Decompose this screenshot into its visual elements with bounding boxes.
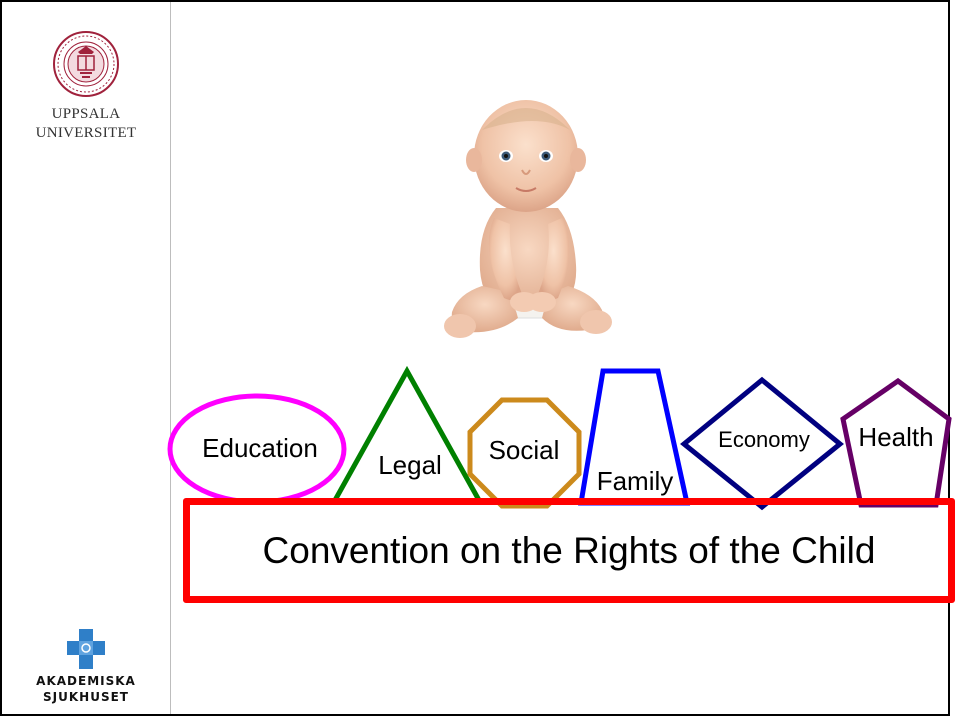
convention-label: Convention on the Rights of the Child [262,529,876,571]
social-label: Social [489,435,560,465]
convention-foundation-box: Convention on the Rights of the Child [183,498,955,603]
akademiska-cross-icon [67,629,105,669]
family-label: Family [597,466,674,496]
uppsala-university-seal-icon [53,31,119,97]
health-label: Health [858,422,933,452]
health-pentagon [840,377,952,508]
baby-photo [444,100,612,338]
hospital-name-line2: SJUKHUSET [43,690,129,704]
economy-label: Economy [718,427,810,452]
university-name: UPPSALA UNIVERSITET [2,105,170,143]
sidebar: UPPSALA UNIVERSITET AKADEMISKA SJUKHUSET [2,2,171,714]
legal-triangle [329,365,485,505]
university-name-line2: UNIVERSITET [35,125,137,141]
social-octagon [467,397,582,509]
hospital-name: AKADEMISKA SJUKHUSET [2,673,170,705]
economy-diamond [680,376,844,511]
education-label: Education [202,433,318,463]
university-name-line1: UPPSALA [51,106,121,122]
hospital-name-line1: AKADEMISKA [36,674,136,688]
legal-label: Legal [378,450,442,480]
